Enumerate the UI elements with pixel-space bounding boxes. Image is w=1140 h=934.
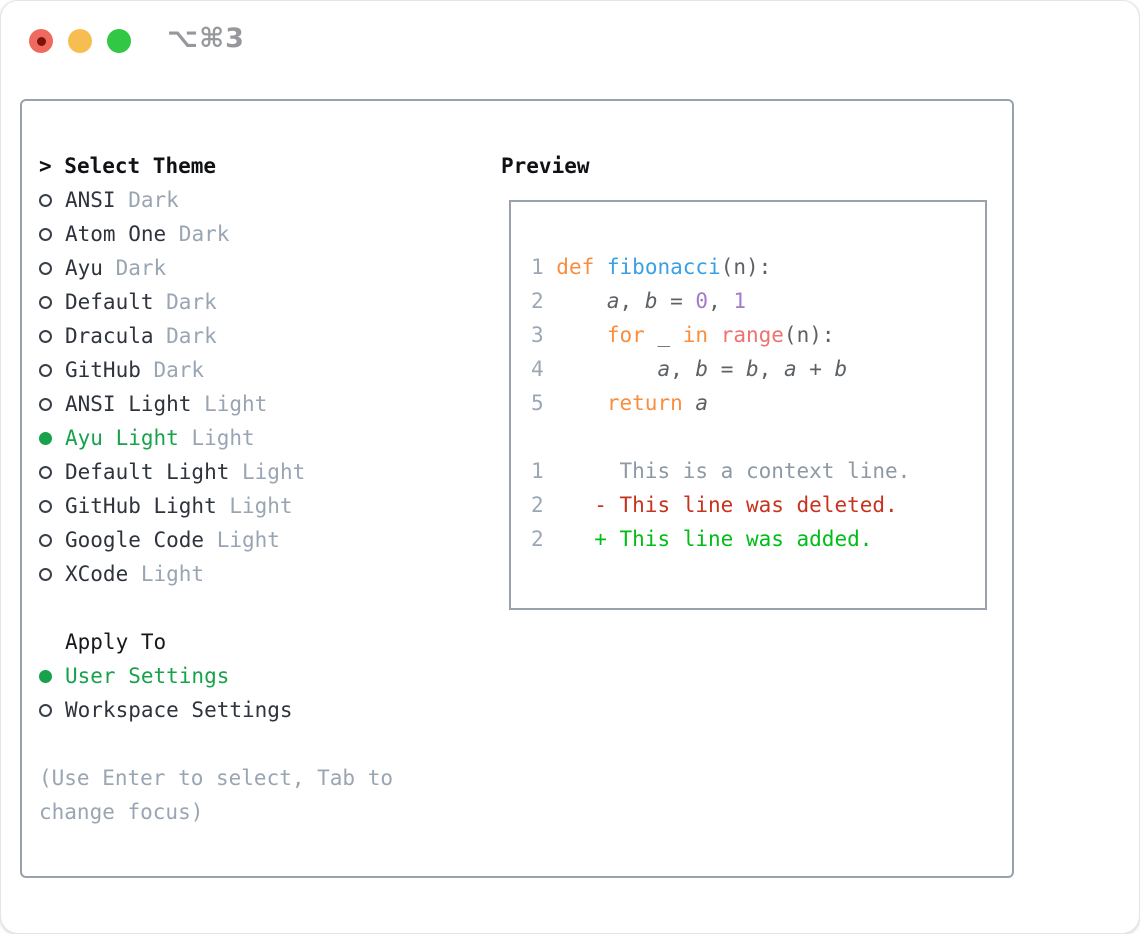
zoom-button[interactable] [107,29,131,53]
minimize-button[interactable] [68,29,92,53]
window-title: ⌥⌘3 [167,23,245,54]
preview-code-line: 2 a, b = 0, 1 [531,289,747,313]
theme-name: ANSI Light [65,392,192,416]
theme-variant: Light [191,392,268,416]
theme-name: Default Light [65,460,230,484]
preview-code-line: 5 return a [531,391,709,415]
preview-code-line [531,420,985,454]
select-theme-header: > Select Theme [39,149,479,183]
theme-name: Ayu Light [65,426,179,450]
theme-option-ansi[interactable]: ANSI Dark [39,183,479,217]
theme-name: Default [65,290,154,314]
theme-variant: Dark [153,290,217,314]
preview-code-line: 1 def fibonacci(n): [531,255,772,279]
theme-variant: Light [178,426,255,450]
theme-option-github-light[interactable]: GitHub Light Light [39,489,479,523]
theme-option-dracula[interactable]: Dracula Dark [39,319,479,353]
unsaved-changes-dot-icon [36,36,46,46]
radio-icon [39,499,52,513]
theme-variant: Light [128,562,205,586]
theme-variant: Light [216,494,293,518]
radio-icon [39,703,52,717]
theme-name: Ayu [65,256,103,280]
apply-option-label: Workspace Settings [65,698,293,722]
radio-icon [39,295,52,309]
apply-option-user-settings[interactable]: User Settings [39,659,479,693]
theme-option-default-light[interactable]: Default Light Light [39,455,479,489]
preview-header: Preview [501,154,590,178]
theme-option-ansi-light[interactable]: ANSI Light Light [39,387,479,421]
radio-selected-icon [39,669,52,683]
theme-variant: Light [229,460,306,484]
preview-code-line: 2 + This line was added. [531,527,873,551]
preview-code-line: 3 for _ in range(n): [531,323,835,347]
window-titlebar[interactable]: ⌥⌘3 [1,1,1139,81]
radio-icon [39,261,52,275]
radio-icon [39,227,52,241]
spacer [39,727,479,761]
preview-code-block: 1 def fibonacci(n): 2 a, b = 0, 1 3 for _ … [531,250,985,556]
theme-name: GitHub Light [65,494,217,518]
preview-code-line: 2 - This line was deleted. [531,493,898,517]
preview-code-line: 4 a, b = b, a + b [531,357,848,381]
apply-to-header: Apply To [65,630,167,654]
theme-variant: Dark [166,222,230,246]
radio-icon [39,329,52,343]
radio-icon [39,567,52,581]
theme-variant: Dark [115,188,179,212]
radio-selected-icon [39,431,52,445]
radio-icon [39,193,52,207]
theme-name: Google Code [65,528,205,552]
radio-icon [39,397,52,411]
prompt-icon: > [39,154,65,178]
radio-icon [39,465,52,479]
apply-option-workspace-settings[interactable]: Workspace Settings [39,693,479,727]
theme-name: ANSI [65,188,116,212]
preview-code-line: 1 This is a context line. [531,459,911,483]
theme-option-xcode[interactable]: XCode Light [39,557,479,591]
theme-name: Atom One [65,222,167,246]
theme-option-default[interactable]: Default Dark [39,285,479,319]
preview-pane: 1 def fibonacci(n): 2 a, b = 0, 1 3 for _ … [509,200,987,610]
select-theme-title: Select Theme [64,154,217,178]
theme-option-google-code[interactable]: Google Code Light [39,523,479,557]
theme-option-atom-one[interactable]: Atom One Dark [39,217,479,251]
theme-option-ayu-light[interactable]: Ayu Light Light [39,421,479,455]
theme-option-ayu[interactable]: Ayu Dark [39,251,479,285]
theme-option-github[interactable]: GitHub Dark [39,353,479,387]
apply-option-label: User Settings [65,664,230,688]
hint-text: (Use Enter to select, Tab to change focu… [39,766,394,824]
close-button[interactable] [29,29,53,53]
theme-name: Dracula [65,324,154,348]
theme-variant: Dark [102,256,167,280]
radio-icon [39,533,52,547]
spacer [39,591,479,625]
theme-name: GitHub [65,358,141,382]
theme-variant: Light [204,528,280,552]
theme-variant: Dark [140,358,205,382]
theme-name: XCode [65,562,129,586]
radio-icon [39,363,52,377]
theme-variant: Dark [153,324,217,348]
